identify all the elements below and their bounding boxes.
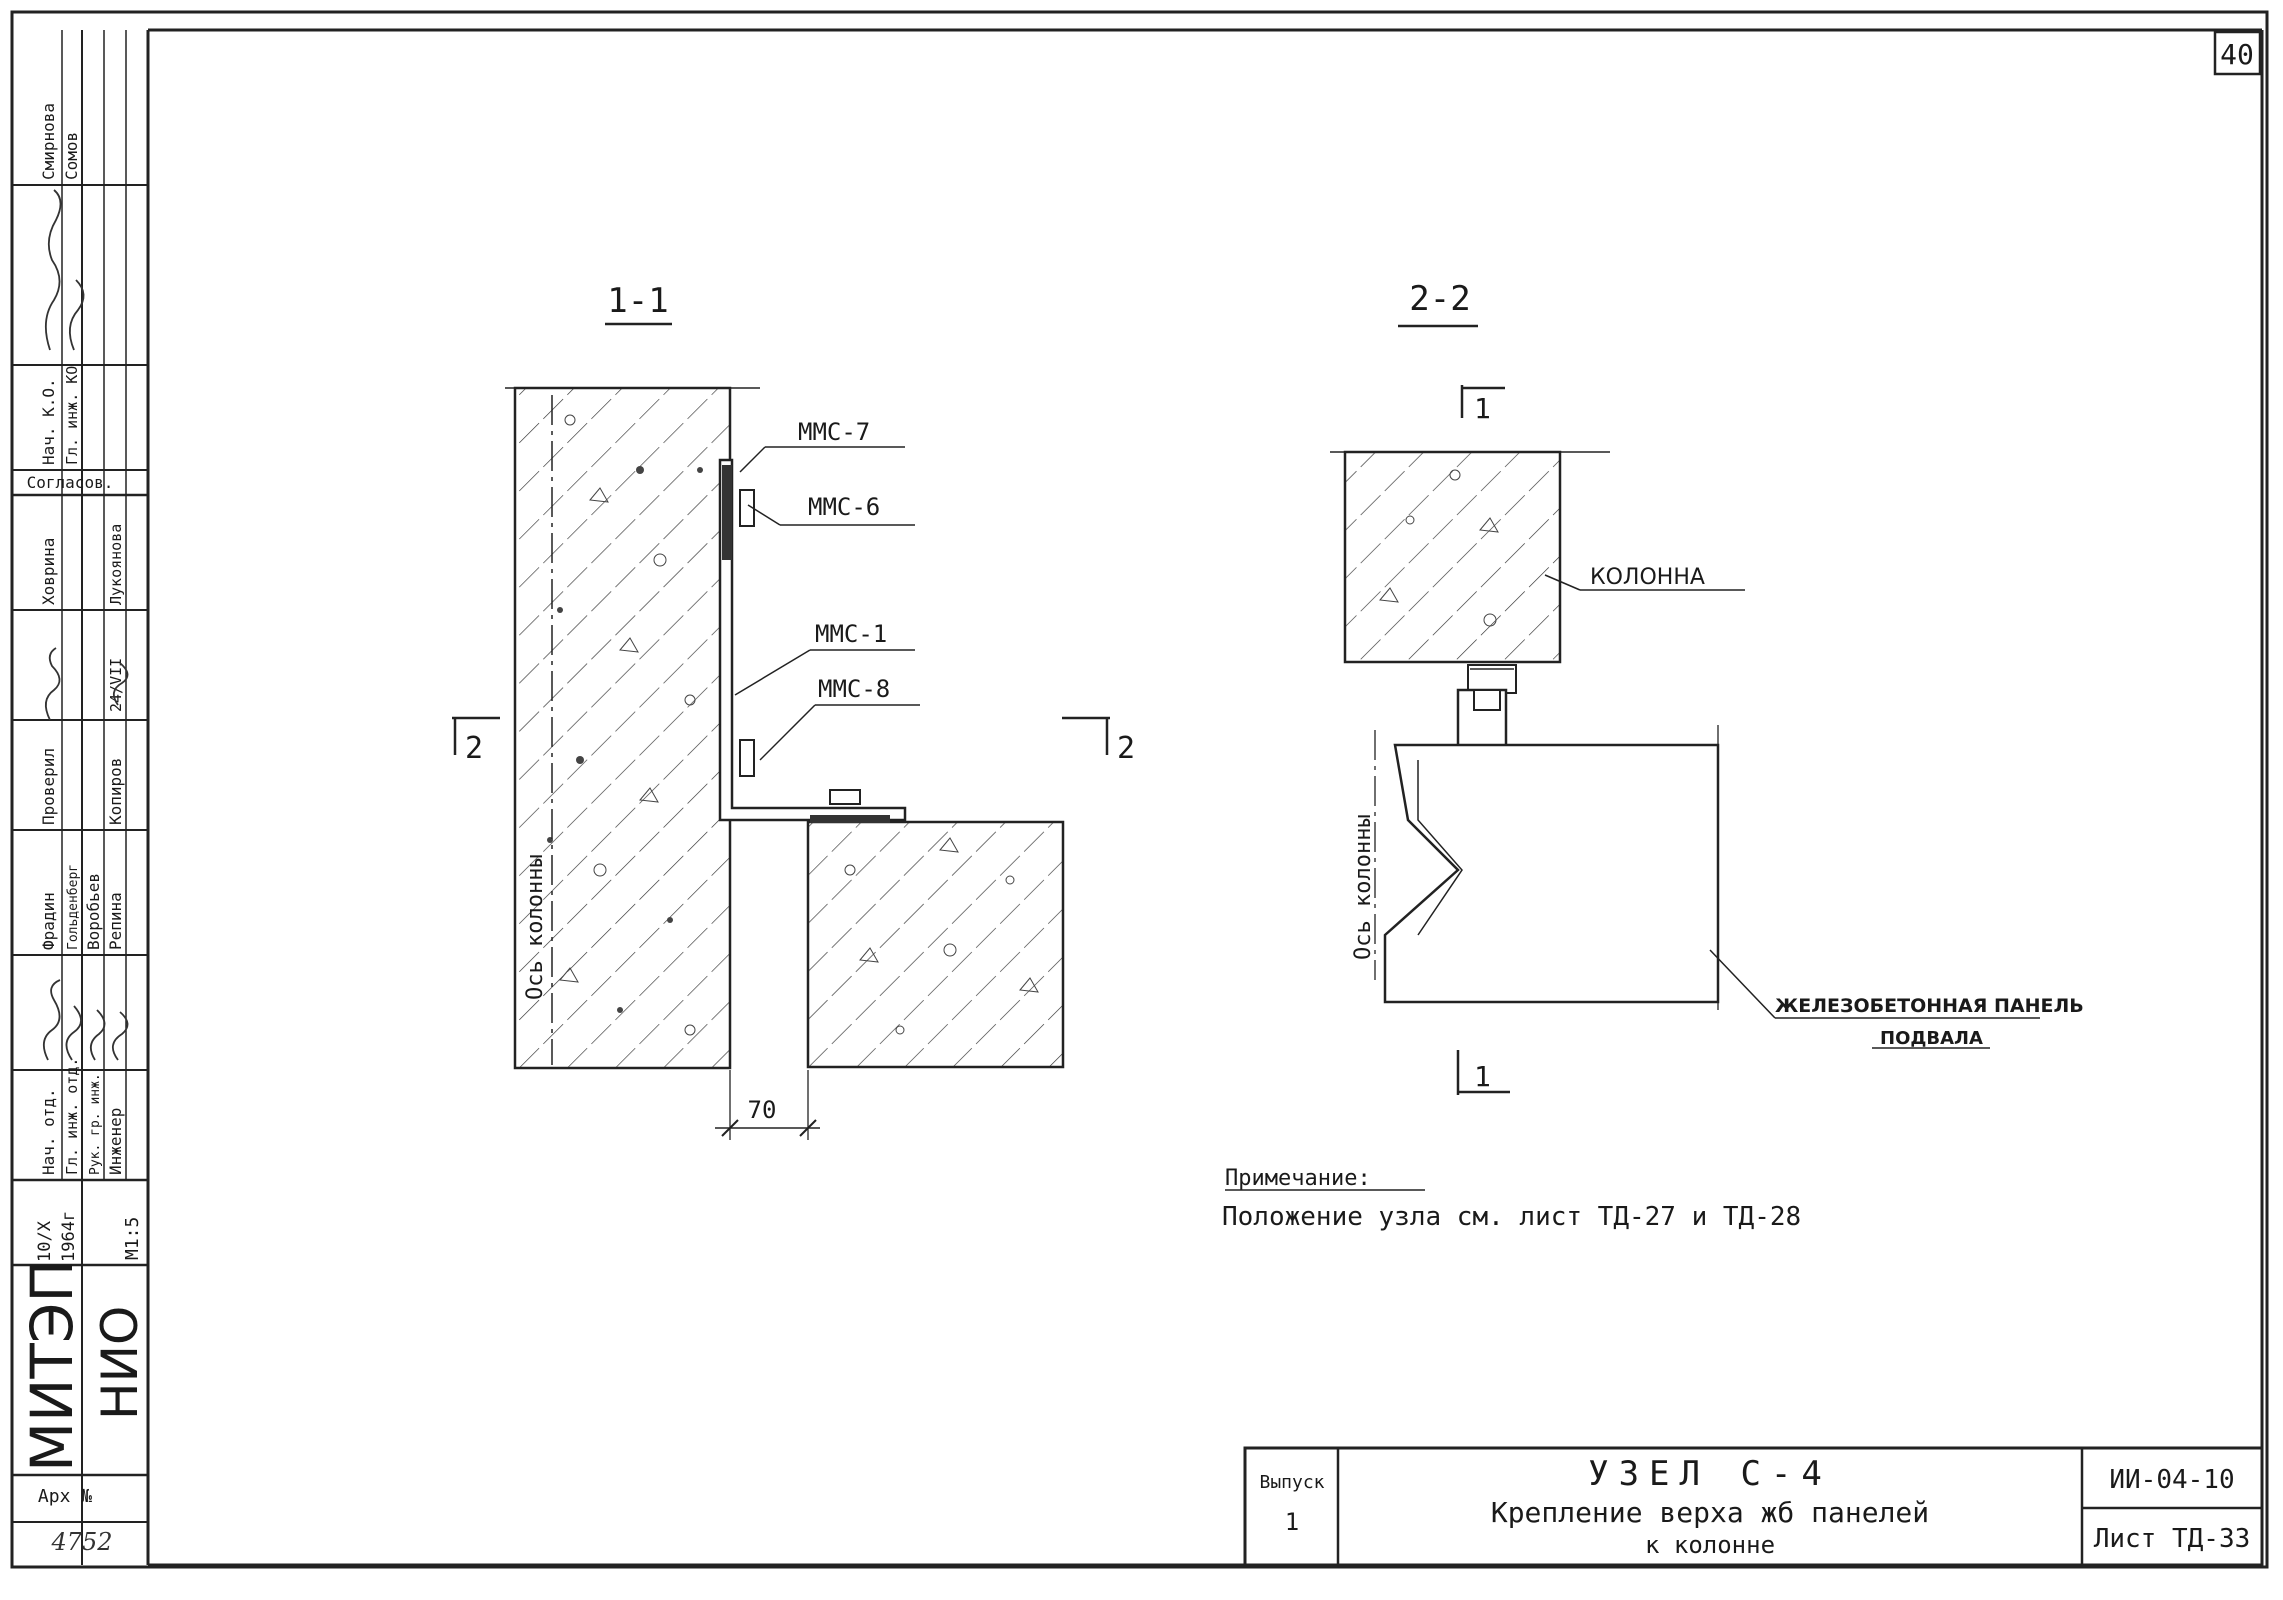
name-2: Воробьев — [84, 873, 103, 950]
cut-mark-top: 1 — [1474, 392, 1491, 425]
section-1-title: 1-1 — [607, 281, 668, 321]
node-title: УЗЕЛ С-4 — [1588, 1454, 1832, 1494]
panel-label-2: ПОДВАЛА — [1880, 1028, 1983, 1049]
column-plan — [1343, 450, 1562, 664]
note-text: Положение узла см. лист ТД-27 и ТД-28 — [1222, 1202, 1801, 1232]
doc-code: ИИ-04-10 — [2109, 1465, 2234, 1495]
check-role-0: Проверил — [39, 748, 58, 825]
date-2: 1964г — [59, 1211, 79, 1262]
cut-mark-right: 2 — [1117, 731, 1135, 766]
agree-name-0: Смирнова — [39, 103, 58, 180]
scale: М1:5 — [122, 1217, 143, 1260]
role-3: Инженер — [106, 1108, 125, 1175]
dept-name: НИО — [91, 1306, 149, 1420]
note-heading: Примечание: — [1225, 1166, 1371, 1191]
embedded-plate-top — [722, 465, 732, 560]
issue-number: 1 — [1285, 1508, 1299, 1536]
steel-angle — [718, 458, 907, 822]
concrete-aggregate — [547, 414, 703, 1036]
column-axis-label-2: Ось колонны — [1351, 814, 1376, 960]
agree-role-0: Нач. К.О. — [39, 378, 58, 465]
role-2: Рук. гр. инж. — [88, 1073, 103, 1175]
embedded-plate-panel — [810, 815, 890, 823]
description-1: Крепление верха жб панелей — [1491, 1496, 1929, 1529]
description-2: к колонне — [1645, 1531, 1775, 1559]
section-1-1: 1-1 Ось колонны — [452, 281, 1135, 1140]
cut-mark-left: 2 — [465, 731, 483, 766]
sheet-number-box — [2213, 30, 2262, 76]
name-1: Гольденберг — [66, 864, 81, 950]
agreed-label: Согласов. — [27, 473, 114, 492]
panel-plan — [1383, 743, 1720, 1004]
name-0: Фрадин — [39, 892, 58, 950]
archive-label: Арх № — [38, 1486, 92, 1507]
copy-date: 24/VII — [107, 658, 125, 712]
bolt-bottom — [739, 739, 755, 777]
section-2-2: 2-2 1 КОЛОННА Ось колон — [1330, 279, 2084, 1095]
sheet-label: Лист ТД-33 — [2094, 1524, 2251, 1554]
cut-mark-bottom: 1 — [1474, 1060, 1491, 1093]
check-name-0: Ховрина — [39, 538, 58, 605]
role-0: Нач. отд. — [39, 1088, 58, 1175]
label-mmc-7: ММС-7 — [798, 418, 870, 446]
label-mmc-1: ММС-1 — [815, 620, 887, 648]
section-2-title: 2-2 — [1409, 279, 1470, 319]
name-3: Репина — [106, 892, 125, 950]
archive-number: 4752 — [50, 1528, 112, 1556]
agree-name-1: Сомов — [62, 132, 81, 180]
title-block: Выпуск 1 УЗЕЛ С-4 Крепление верха жб пан… — [1243, 1446, 2264, 1567]
org-name: МИТЭП — [18, 1259, 86, 1472]
column-axis-label: Ось колонны — [523, 854, 548, 1000]
panel-label-1: ЖЕЛЕЗОБЕТОННАЯ ПАНЕЛЬ — [1775, 995, 2084, 1017]
agree-role-1: Гл. инж. КО — [63, 366, 81, 465]
bolt-horizontal — [829, 789, 861, 805]
date-1: 10/Х — [35, 1220, 55, 1262]
note-block: Примечание: Положение узла см. лист ТД-2… — [1222, 1166, 1801, 1232]
column-label: КОЛОННА — [1590, 565, 1705, 590]
issue-label: Выпуск — [1259, 1472, 1324, 1493]
check-role-1: Копиров — [106, 758, 125, 825]
side-stamp: МИТЭП НИО Арх № 4752 10/Х 1964г М1:5 Нач… — [12, 30, 149, 1565]
role-1: Гл. инж. отд. — [63, 1058, 81, 1175]
label-mmc-8: ММС-8 — [818, 675, 890, 703]
sheet-number: 40 — [2220, 38, 2254, 71]
panel-section — [806, 820, 1065, 1069]
panel-aggregate — [844, 837, 1039, 1035]
signatures — [42, 189, 129, 1061]
check-name-1: Лукоянова — [107, 524, 125, 605]
label-mmc-6: ММС-6 — [808, 493, 880, 521]
sheet-outer-frame — [10, 10, 2269, 1569]
dimension-70: 70 — [748, 1096, 777, 1124]
